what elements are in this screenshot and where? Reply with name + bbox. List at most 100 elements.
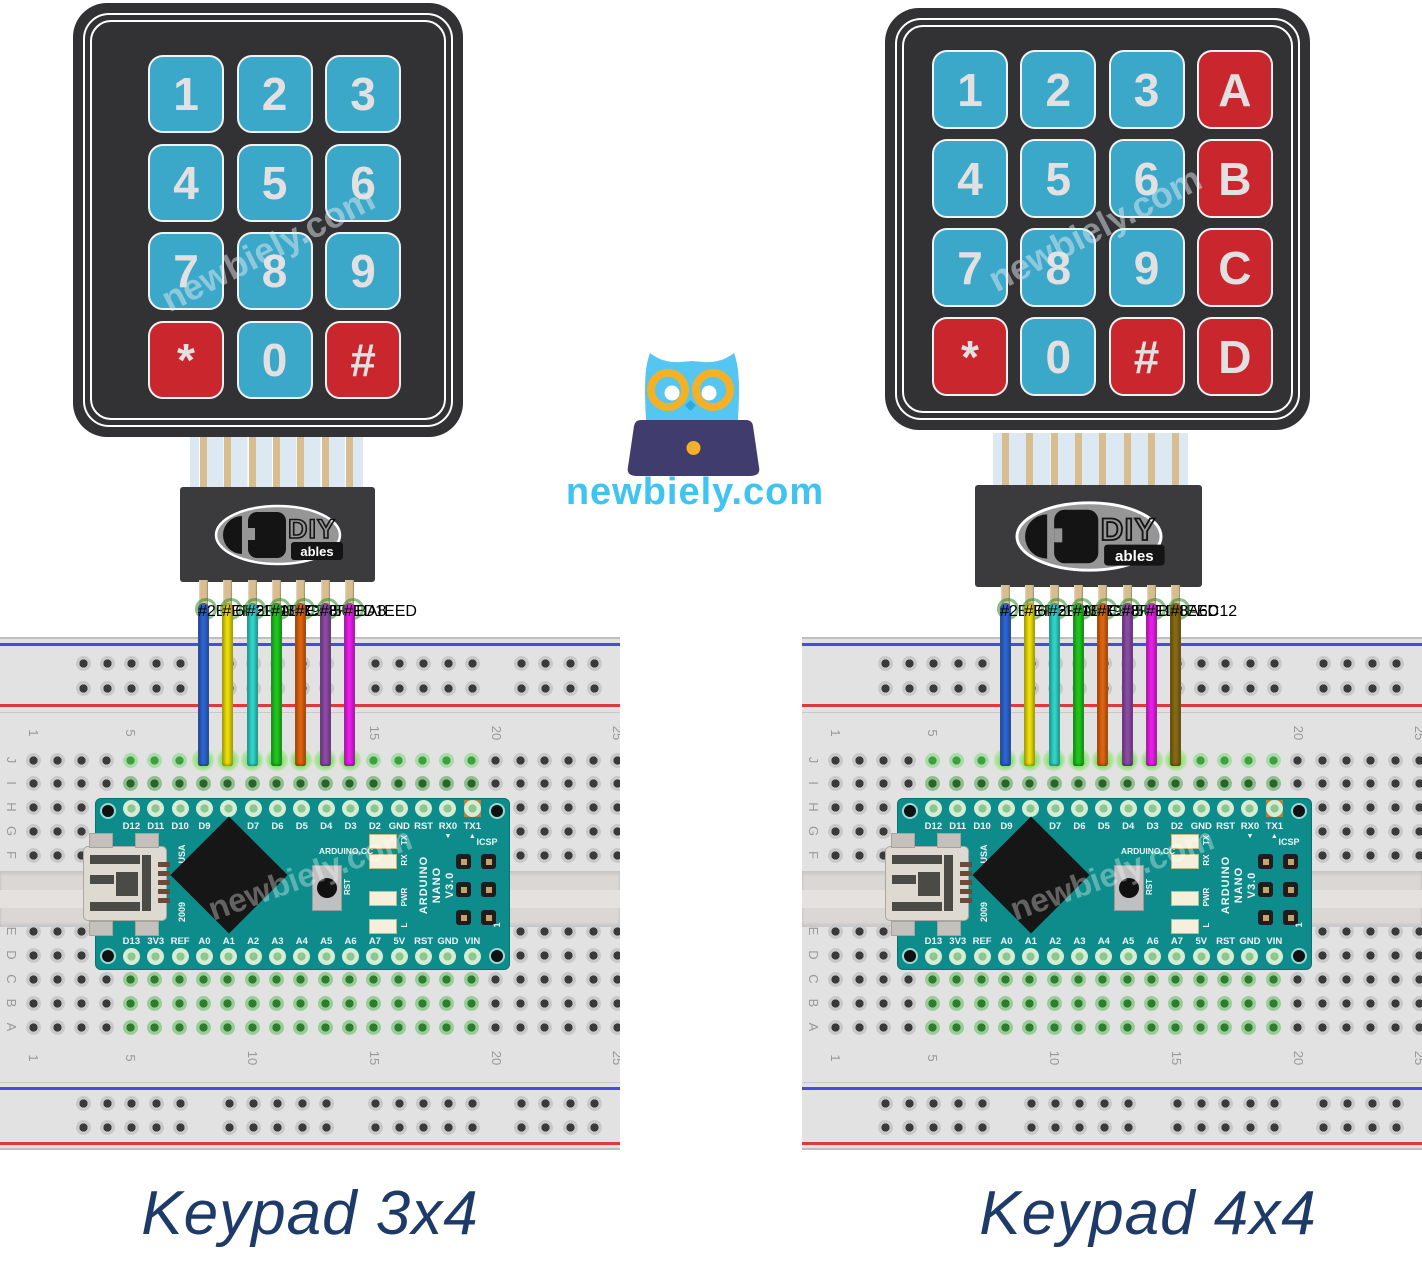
rail-hole <box>1340 1095 1356 1111</box>
jumper-wire-7: #ED1EED <box>1146 603 1219 766</box>
pin-label-D12: D12 <box>122 821 141 832</box>
diyables-glyph-square <box>247 511 286 558</box>
jumper-wire-5: #E3650F <box>295 603 360 766</box>
breadboard-hole <box>1387 847 1403 863</box>
keypad-key-9: 9 <box>325 232 401 310</box>
pin-label-RX0: RX0 <box>438 821 458 832</box>
breadboard-hole <box>1290 971 1306 987</box>
rail-hole <box>1096 1119 1112 1135</box>
ribbon-conductor <box>297 437 305 487</box>
column-number: 5 <box>925 1054 941 1062</box>
pin1-marker: 1 <box>492 922 502 928</box>
breadboard-hole <box>536 1019 552 1035</box>
breadboard-hole <box>827 995 843 1011</box>
pin-pad-A2 <box>244 947 262 965</box>
mounting-hole <box>102 950 114 962</box>
breadboard-hole <box>25 971 41 987</box>
breadboard-hole <box>342 1019 358 1035</box>
rail-hole <box>1242 1095 1258 1111</box>
rail-hole <box>392 680 408 696</box>
breadboard-hole <box>561 971 577 987</box>
breadboard-hole <box>1071 995 1086 1011</box>
rail-hole <box>926 1095 942 1111</box>
breadboard-hole <box>973 971 989 987</box>
column-number: 1 <box>26 729 41 737</box>
breadboard-hole <box>293 1019 309 1035</box>
pin-label-D4: D4 <box>1122 821 1135 832</box>
breadboard-hole <box>949 1019 965 1035</box>
breadboard-hole <box>1046 775 1062 791</box>
breadboard-hole <box>390 752 406 768</box>
breadboard-hole <box>488 752 504 768</box>
rail-hole <box>440 1119 456 1135</box>
jumper-wire-2: #EFE10A <box>222 603 291 766</box>
column-number: 25 <box>1412 1050 1422 1066</box>
row-letter: J <box>4 756 19 764</box>
breadboard-hole <box>827 799 843 815</box>
breadboard-hole <box>1144 995 1160 1011</box>
breadboard-hole <box>609 923 620 939</box>
keypad-key-9: 9 <box>1108 228 1185 307</box>
breadboard-hole <box>997 775 1013 791</box>
breadboard-hole <box>1290 752 1306 768</box>
column-number: 20 <box>488 1050 504 1066</box>
row-letter: H <box>806 802 821 812</box>
pin-pad-RST <box>1217 799 1235 817</box>
breadboard-hole <box>512 995 528 1011</box>
rail-hole <box>75 1095 91 1111</box>
rail-hole <box>562 680 578 696</box>
pin-pad-5V <box>1192 947 1210 965</box>
breadboard-hole <box>25 775 41 791</box>
rail-hole <box>1267 655 1283 671</box>
breadboard-hole <box>1363 823 1379 839</box>
column-number: 15 <box>1168 1050 1184 1066</box>
breadboard-hole <box>147 971 163 987</box>
pin-label-D3: D3 <box>344 821 357 832</box>
breadboard-hole <box>1338 847 1354 863</box>
power-rail-red-line <box>802 704 1422 707</box>
breadboard-hole <box>1119 1019 1135 1035</box>
breadboard-hole <box>98 775 114 791</box>
breadboard-hole <box>269 1019 284 1035</box>
pin-pad-A5 <box>317 947 335 965</box>
breadboard-hole <box>317 1019 333 1035</box>
breadboard-hole <box>949 775 965 791</box>
rail-hole <box>1364 1119 1380 1135</box>
column-number: 25 <box>1412 725 1422 741</box>
pin-pad-A5 <box>1119 947 1137 965</box>
breadboard-hole <box>25 823 41 839</box>
jumper-wire-6: #8F4BA8 <box>319 603 386 766</box>
breadboard-hole <box>1411 923 1422 939</box>
row-letter: D <box>4 950 19 960</box>
breadboard-hole <box>244 995 260 1011</box>
pin-pad-RST <box>415 799 433 817</box>
connector-pin <box>223 580 233 606</box>
icsp-pin-center <box>1287 914 1294 921</box>
breadboard-hole <box>317 775 333 791</box>
breadboard-hole <box>415 1019 431 1035</box>
rail-hole <box>99 680 115 696</box>
breadboard-hole <box>1217 752 1233 768</box>
breadboard-hole <box>49 823 65 839</box>
pin-pad-3V3 <box>949 947 967 965</box>
icsp-pin <box>1283 882 1298 897</box>
pin-label-A5: A5 <box>1122 936 1135 947</box>
row-letter: B <box>806 998 821 1008</box>
usb-contact <box>158 889 170 894</box>
ribbon-conductor <box>1123 433 1131 485</box>
breadboard-hole <box>1192 971 1208 987</box>
breadboard-hole <box>220 775 236 791</box>
row-letter: G <box>806 825 821 837</box>
rail-hole <box>367 680 383 696</box>
breadboard-hole <box>536 775 552 791</box>
owl-eye-left <box>664 385 680 401</box>
pin-pad-D5 <box>1095 799 1113 817</box>
rail-hole <box>99 655 115 671</box>
breadboard-hole <box>512 847 528 863</box>
breadboard-hole <box>220 995 236 1011</box>
usb-contact <box>158 898 170 903</box>
breadboard-hole <box>1290 1019 1306 1035</box>
rail-hole <box>1194 1095 1210 1111</box>
breadboard-hole <box>463 1019 479 1035</box>
connector-pin <box>1147 585 1157 606</box>
